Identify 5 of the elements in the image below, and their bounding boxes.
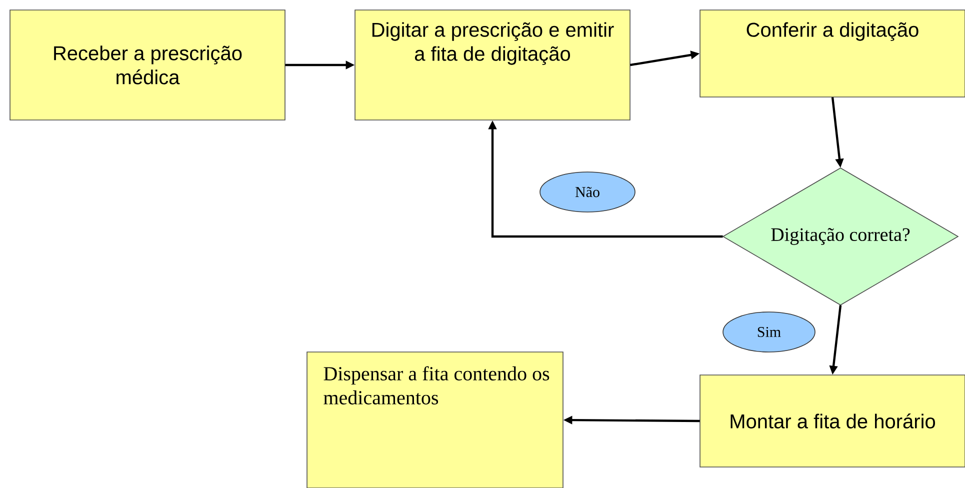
process-box: Conferir a digitação bbox=[700, 10, 965, 98]
process-box: Receber a prescrição médica bbox=[10, 10, 286, 120]
process-box: Digitar a prescrição e emitir a fita de digitação bbox=[354, 10, 630, 120]
process-box: Dispensar a fita contendo os medicamentos bbox=[306, 352, 564, 488]
process-box: Montar a fita de horário bbox=[700, 374, 965, 468]
